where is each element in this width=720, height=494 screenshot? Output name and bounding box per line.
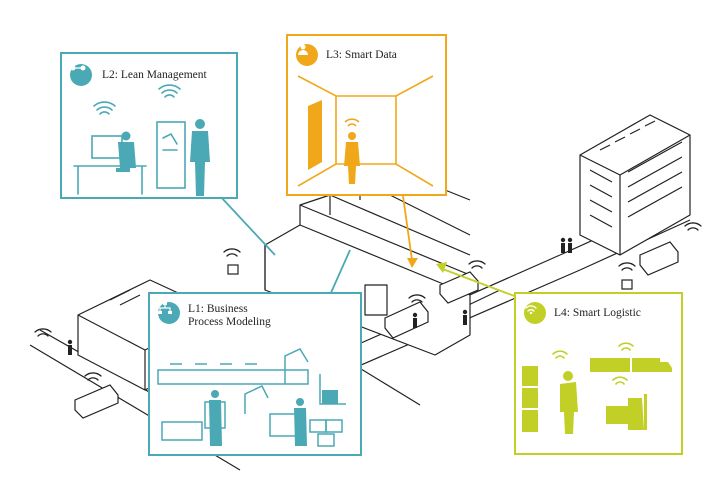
- wifi-icon: [158, 84, 181, 98]
- team-icon: [296, 44, 318, 66]
- l1-business-process-modeling-panel: L1: Business Process Modeling: [148, 292, 362, 456]
- process-icon: [70, 64, 92, 86]
- worker-icon: [209, 400, 222, 446]
- wifi-icon: [618, 342, 634, 351]
- wifi-icon: [344, 118, 360, 127]
- panel-title: L3: Smart Data: [326, 49, 397, 61]
- truck-icon: [590, 358, 630, 372]
- worker-icon: [294, 408, 307, 446]
- truck-icon: [639, 241, 679, 276]
- panel-title-line1: L1: Business: [188, 303, 248, 315]
- worker-icon: [560, 382, 578, 434]
- forklift-icon: [628, 398, 644, 430]
- truck-icon: [384, 301, 429, 339]
- wifi-icon: [612, 376, 628, 385]
- l2-lean-management-panel: L2: Lean Management: [60, 52, 238, 199]
- smart-logistic-illustration: [522, 342, 672, 434]
- lean-management-illustration: [73, 84, 210, 196]
- wifi-icon: [552, 350, 568, 359]
- l4-smart-logistic-panel: L4: Smart Logistic: [514, 292, 683, 455]
- panel-title: L2: Lean Management: [102, 69, 207, 81]
- wifi-badge-icon: [524, 302, 546, 324]
- network-icon: [158, 302, 180, 324]
- truck-icon: [74, 384, 119, 419]
- wifi-icon: [93, 101, 116, 115]
- process-modeling-illustration: [157, 348, 346, 447]
- panel-title-line2: Process Modeling: [188, 316, 271, 328]
- smart-data-illustration: [297, 75, 434, 187]
- package-icon: [621, 279, 633, 290]
- truck-icon: [439, 271, 479, 304]
- package-icon: [227, 264, 239, 275]
- robot-arm-icon: [244, 385, 269, 414]
- robot-arm-icon: [284, 348, 309, 384]
- panel-title: L4: Smart Logistic: [554, 307, 641, 319]
- l3-smart-data-panel: L3: Smart Data: [286, 34, 447, 196]
